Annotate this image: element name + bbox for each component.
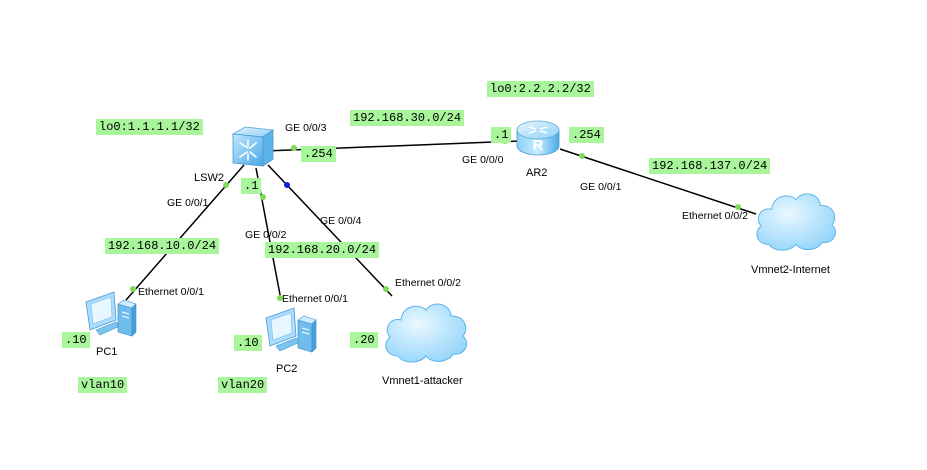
port-label: GE 0/0/0: [462, 154, 504, 166]
ip-suffix-tag: .254: [569, 127, 604, 143]
ip-suffix-tag: .254: [301, 146, 336, 162]
loopback-tag: lo0:1.1.1.1/32: [96, 119, 203, 135]
port-dot: [260, 194, 266, 200]
router-icon[interactable]: R: [514, 118, 562, 158]
vlan-tag: vlan10: [78, 377, 128, 393]
port-label: Ethernet 0/0/2: [682, 210, 748, 222]
port-dot: [579, 153, 585, 159]
port-label: Ethernet 0/0/2: [395, 277, 461, 289]
port-label: GE 0/0/1: [167, 197, 209, 209]
device-name-cloud1: Vmnet1-attacker: [382, 375, 463, 387]
ip-suffix-tag: .20: [350, 332, 378, 348]
network-tag: 192.168.137.0/24: [649, 158, 771, 174]
port-dot: [383, 286, 389, 292]
port-label: GE 0/0/2: [245, 229, 287, 241]
link-router-cloud2: [559, 148, 757, 215]
pc-icon[interactable]: [262, 306, 318, 356]
network-tag: 192.168.30.0/24: [350, 110, 465, 126]
ip-suffix-tag: .10: [234, 335, 262, 351]
device-name-pc2: PC2: [276, 363, 298, 375]
port-dot: [277, 295, 283, 301]
svg-text:R: R: [533, 137, 544, 154]
port-label: Ethernet 0/0/1: [282, 293, 348, 305]
link-switch-pc1: [125, 164, 245, 301]
ip-suffix-tag: .1: [241, 178, 262, 194]
device-name-pc1: PC1: [96, 346, 118, 358]
cloud-icon[interactable]: [750, 186, 842, 256]
device-name-lsw2: LSW2: [194, 172, 224, 184]
device-name-cloud2: Vmnet2-Internet: [751, 264, 830, 276]
device-name-ar2: AR2: [526, 167, 548, 179]
port-dot: [284, 182, 290, 188]
vlan-tag: vlan20: [218, 377, 268, 393]
port-dot: [130, 286, 136, 292]
ip-suffix-tag: .10: [62, 332, 90, 348]
pc-icon[interactable]: [82, 290, 138, 340]
loopback-tag: lo0:2.2.2.2/32: [487, 81, 594, 97]
port-label: GE 0/0/4: [320, 215, 362, 227]
port-label: GE 0/0/1: [580, 181, 622, 193]
port-label: GE 0/0/3: [285, 122, 327, 134]
cloud-icon[interactable]: [380, 296, 472, 368]
network-tag: 192.168.10.0/24: [105, 238, 220, 254]
switch-icon[interactable]: [227, 126, 275, 168]
port-dot: [223, 182, 229, 188]
port-dot: [735, 204, 741, 210]
network-tag: 192.168.20.0/24: [265, 242, 380, 258]
port-label: Ethernet 0/0/1: [138, 286, 204, 298]
port-dot: [291, 145, 297, 151]
ip-suffix-tag: .1: [491, 127, 512, 143]
